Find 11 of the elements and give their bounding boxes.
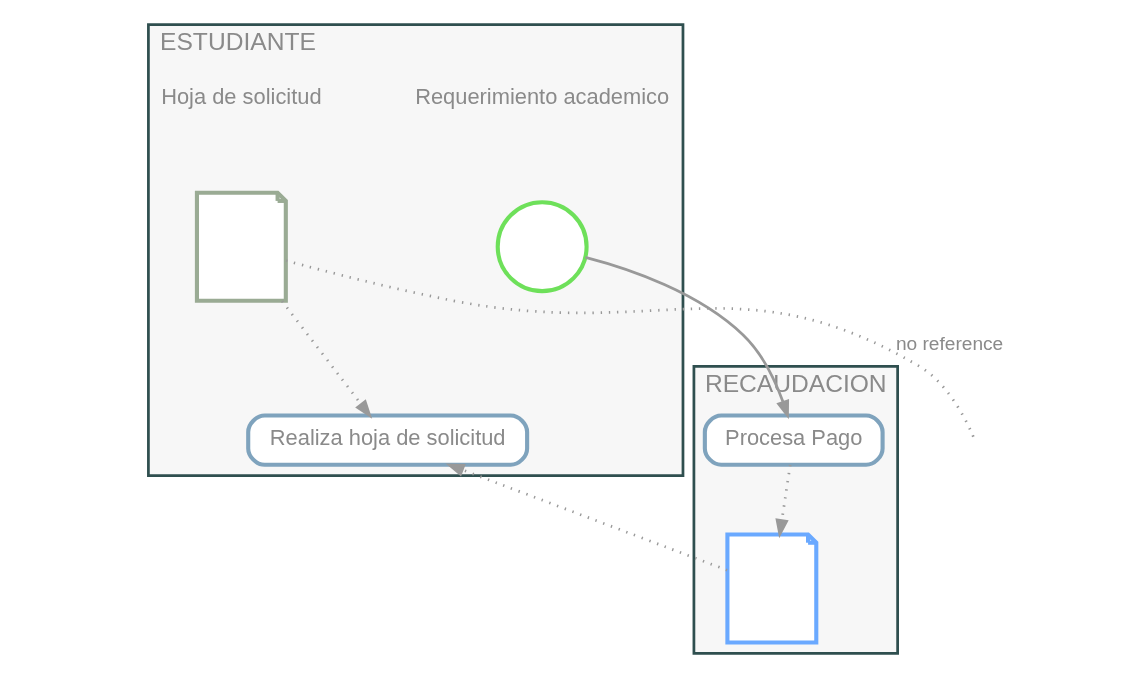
arrow: [775, 464, 792, 539]
edge-label: no reference: [895, 333, 1004, 355]
node-circle: [495, 200, 589, 294]
node-box: Realiza hoja de solicitud: [246, 413, 530, 467]
node-label: Hoja de solicitud: [161, 83, 322, 109]
connector: [285, 259, 975, 439]
node-label: Requerimiento academico: [415, 83, 670, 109]
arrow: [585, 256, 790, 420]
arrow: [445, 463, 728, 572]
arrow: [281, 300, 373, 419]
node-box: Procesa Pago: [702, 413, 885, 467]
